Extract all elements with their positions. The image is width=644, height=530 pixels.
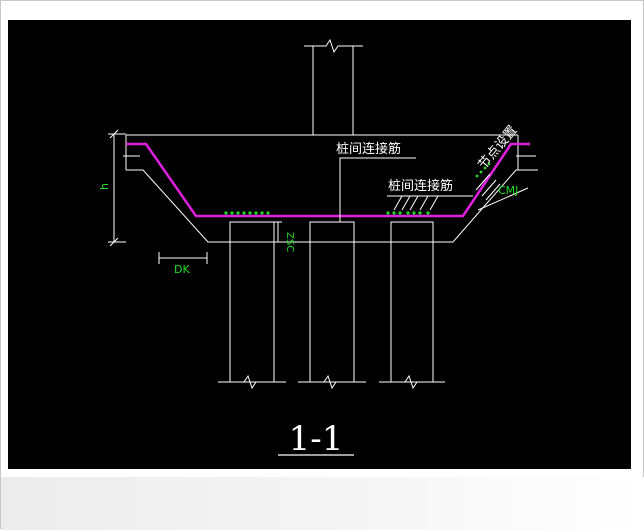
bottom-blank-area — [1, 477, 644, 530]
h-dimension-label: h — [98, 183, 111, 190]
zsc-dimension-label: ZSC — [284, 232, 295, 252]
section-title: 1-1 — [289, 419, 344, 459]
cmj-label: CMJ — [498, 184, 518, 197]
bottom-rebar-line — [126, 142, 530, 218]
section-drawing: 桩间连接筋 桩间连接筋 节点设置 h DK ZSC CMJ 1-1 — [98, 38, 538, 459]
leader-lines — [339, 157, 529, 222]
cad-drawing-canvas[interactable]: 桩间连接筋 桩间连接筋 节点设置 h DK ZSC CMJ 1-1 — [8, 20, 631, 469]
pile-connect-label-2: 桩间连接筋 — [388, 178, 453, 194]
pile-connect-label-1: 桩间连接筋 — [336, 141, 401, 157]
piles — [218, 221, 445, 390]
dimension-lines — [108, 129, 282, 264]
dk-dimension-label: DK — [174, 263, 190, 276]
rebar-marks — [224, 162, 491, 215]
column-stub — [304, 38, 363, 135]
cap-outline — [123, 134, 538, 243]
